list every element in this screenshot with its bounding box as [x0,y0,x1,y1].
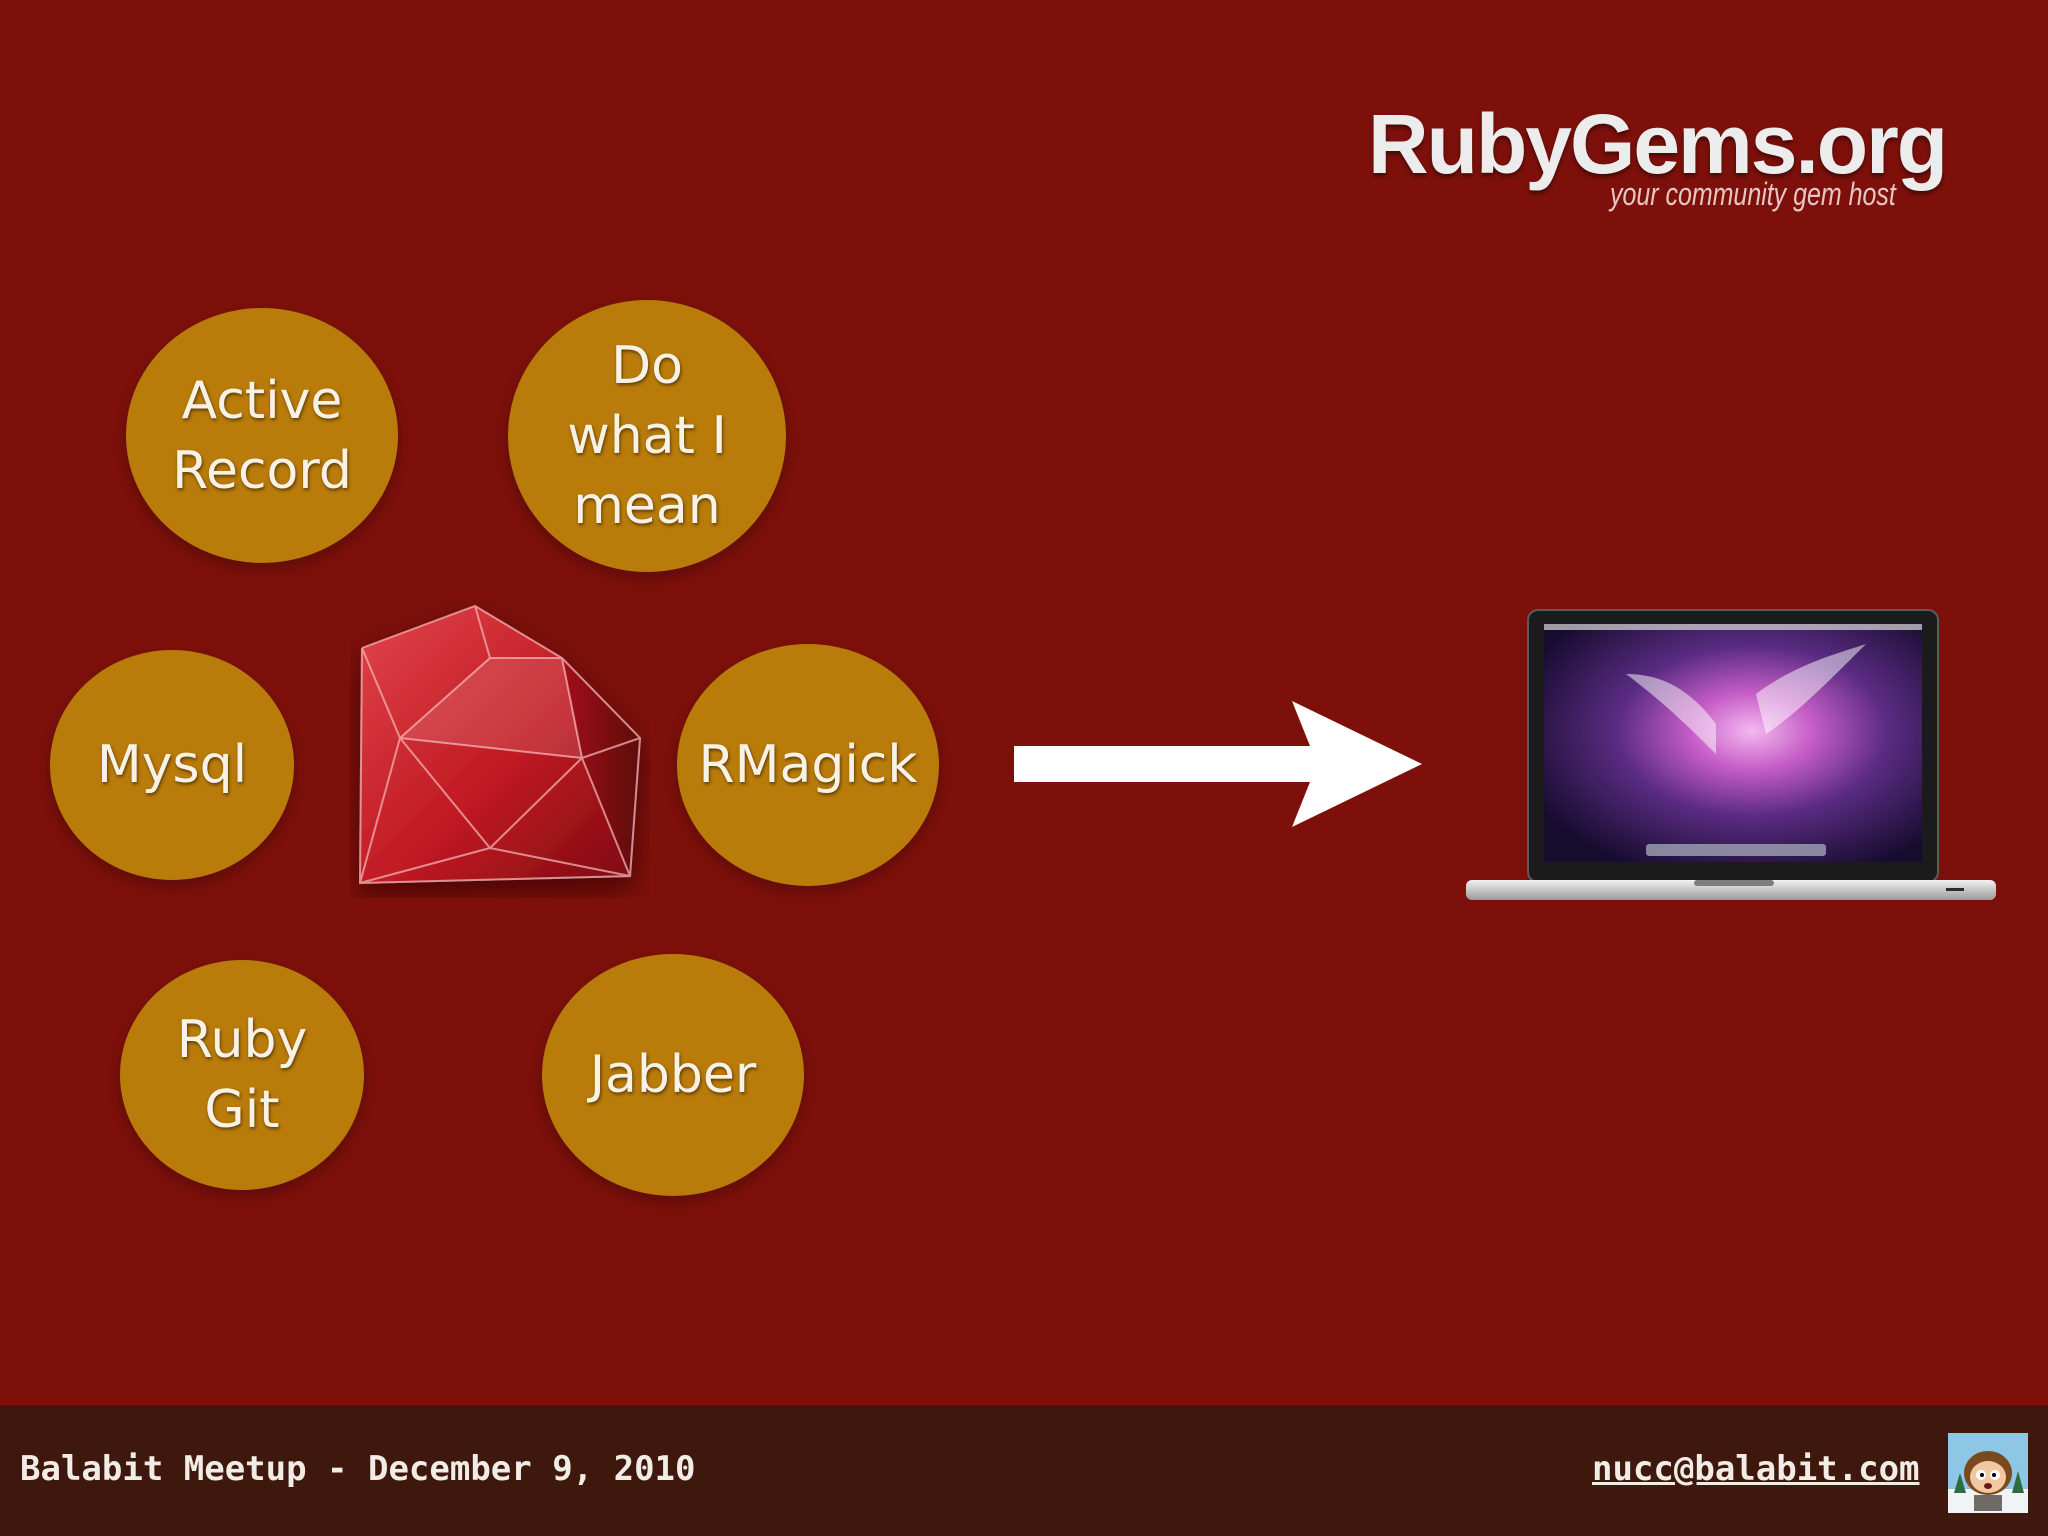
email-link[interactable]: nucc@balabit.com [1592,1449,1920,1489]
bubble-do-what-i-mean: Do what I mean [508,300,786,572]
bubble-rmagick: RMagick [677,644,939,886]
bubble-line: mean [573,476,721,536]
laptop-icon [1466,609,1996,900]
bubble-line: Git [204,1080,280,1140]
bubble-ruby-git: Ruby Git [120,960,364,1190]
logo-tagline: your community gem host [1610,176,1896,212]
right-arrow-icon [1014,701,1422,827]
bubble-line: Jabber [589,1045,757,1105]
bubble-line: what I [567,406,727,466]
footer: Balabit Meetup - December 9, 2010 nucc@b… [0,1405,2048,1536]
bubble-line: Mysql [96,735,248,795]
logo-title: RubyGems.org [1368,97,1948,191]
slide: RubyGems.org your community gem host Act… [50,96,1996,1196]
bubble-jabber: Jabber [542,954,804,1196]
avatar-icon [1948,1433,2028,1513]
bubble-line: Ruby [176,1010,308,1070]
bubble-mysql: Mysql [50,650,294,880]
bubble-active-record: Active Record [126,308,398,563]
ruby-gem-icon [358,604,642,885]
rubygems-logo: RubyGems.org your community gem host [1368,96,1968,226]
bubble-line: Active [181,370,343,431]
event-caption: Balabit Meetup - December 9, 2010 [20,1449,696,1489]
bubble-line: Record [172,440,352,501]
bubble-line: RMagick [698,735,918,795]
bubble-line: Do [611,336,683,396]
